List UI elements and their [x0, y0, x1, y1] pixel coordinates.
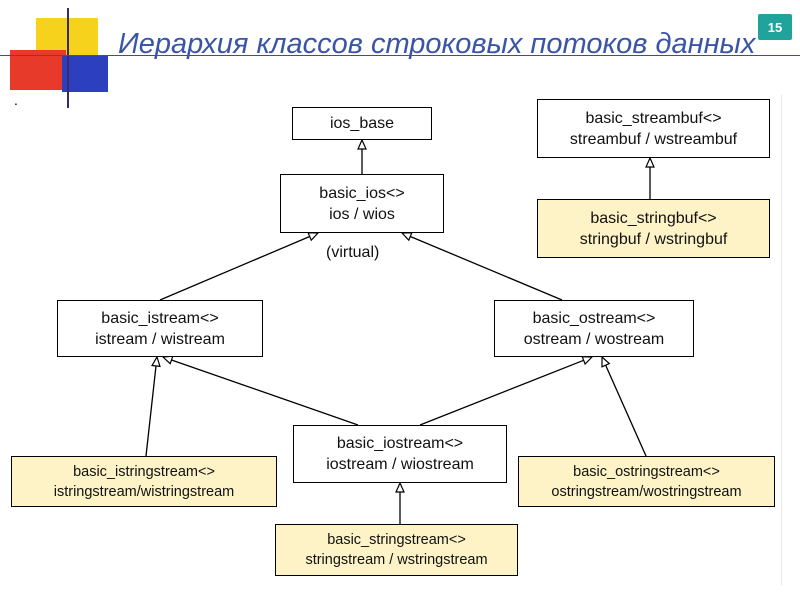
- node-basic-iostream: basic_iostream<> iostream / wiostream: [293, 425, 507, 483]
- node-basic-ostringstream: basic_ostringstream<> ostringstream/wost…: [518, 456, 775, 507]
- node-ios-base: ios_base: [292, 107, 432, 140]
- inheritance-arrowhead-icon: [581, 355, 594, 366]
- node-basic-iostream-line1: basic_iostream<>: [336, 435, 464, 452]
- node-basic-ostream-line2: ostream / wostream: [523, 330, 665, 348]
- slide-number-badge: 15: [758, 14, 792, 40]
- virtual-inheritance-label: (virtual): [326, 244, 380, 261]
- inheritance-arrowhead-icon: [357, 138, 367, 150]
- deco-horizontal-line: [0, 55, 800, 56]
- inheritance-arrowhead-icon: [307, 232, 320, 242]
- inheritance-arrowhead-icon: [400, 232, 413, 242]
- edge-basic_istringstream-to-basic_istream: [145, 355, 161, 457]
- edge-line: [145, 365, 157, 457]
- inheritance-arrowhead-icon: [395, 481, 405, 493]
- inheritance-arrowhead-icon: [645, 156, 655, 168]
- edge-line: [171, 359, 359, 426]
- inheritance-arrowhead-icon: [161, 355, 174, 365]
- node-basic-istream-line2: istream / wistream: [95, 330, 225, 348]
- node-basic-istringstream: basic_istringstream<> istringstream/wist…: [11, 456, 277, 507]
- deco-right-border: [781, 95, 782, 585]
- node-basic-ostringstream-line2: ostringstream/wostringstream: [551, 483, 742, 500]
- node-basic-streambuf-line1: basic_streambuf<>: [585, 109, 722, 127]
- edge-basic_stringbuf-to-basic_streambuf: [645, 156, 655, 199]
- node-basic-istringstream-line1: basic_istringstream<>: [73, 463, 215, 480]
- edge-line: [419, 359, 584, 426]
- node-basic-ostringstream-line1: basic_ostringstream<>: [573, 463, 720, 480]
- node-basic-ios-line2: ios / wios: [329, 205, 395, 223]
- node-basic-ostream: basic_ostream<> ostream / wostream: [494, 300, 694, 357]
- edge-line: [410, 235, 563, 301]
- edge-basic_istream-to-basic_ios: [159, 232, 320, 301]
- edge-line: [605, 364, 647, 457]
- node-ios-base-line1: ios_base: [329, 115, 395, 132]
- node-basic-stringstream-line1: basic_stringstream<>: [327, 532, 466, 548]
- inheritance-arrowhead-icon: [151, 355, 161, 368]
- edge-basic_stringstream-to-basic_iostream: [395, 481, 405, 524]
- node-basic-stringstream-line2: stringstream / wstringstream: [305, 552, 488, 568]
- deco-blue-square: [62, 56, 108, 92]
- bullet-point: .: [14, 92, 18, 108]
- edge-basic_ostringstream-to-basic_ostream: [601, 355, 647, 457]
- node-basic-istream-line1: basic_istream<>: [101, 309, 219, 327]
- node-basic-stringbuf-line1: basic_stringbuf<>: [590, 209, 717, 227]
- node-basic-streambuf-line2: streambuf / wstreambuf: [569, 130, 738, 148]
- node-basic-iostream-line2: iostream / wiostream: [326, 456, 474, 473]
- node-basic-stringbuf: basic_stringbuf<> stringbuf / wstringbuf: [537, 199, 770, 258]
- edge-basic_iostream-to-basic_ostream: [419, 355, 594, 426]
- node-basic-istream: basic_istream<> istream / wistream: [57, 300, 263, 357]
- edge-basic_ios-to-ios_base: [357, 138, 367, 174]
- inheritance-arrowhead-icon: [601, 355, 611, 368]
- edge-basic_iostream-to-basic_istream: [161, 355, 359, 426]
- node-basic-ios-line1: basic_ios<>: [319, 184, 405, 202]
- edge-basic_ostream-to-basic_ios: [400, 232, 563, 301]
- node-basic-stringstream: basic_stringstream<> stringstream / wstr…: [275, 524, 518, 576]
- deco-red-square: [10, 50, 66, 90]
- node-basic-ostream-line1: basic_ostream<>: [532, 309, 656, 327]
- edge-line: [159, 235, 310, 301]
- page-title: Иерархия классов строковых потоков данны…: [118, 28, 756, 60]
- node-basic-stringbuf-line2: stringbuf / wstringbuf: [579, 230, 728, 248]
- node-basic-istringstream-line2: istringstream/wistringstream: [53, 483, 235, 500]
- deco-vertical-line: [67, 8, 69, 108]
- node-basic-streambuf: basic_streambuf<> streambuf / wstreambuf: [537, 99, 770, 158]
- node-basic-ios: basic_ios<> ios / wios: [280, 174, 444, 233]
